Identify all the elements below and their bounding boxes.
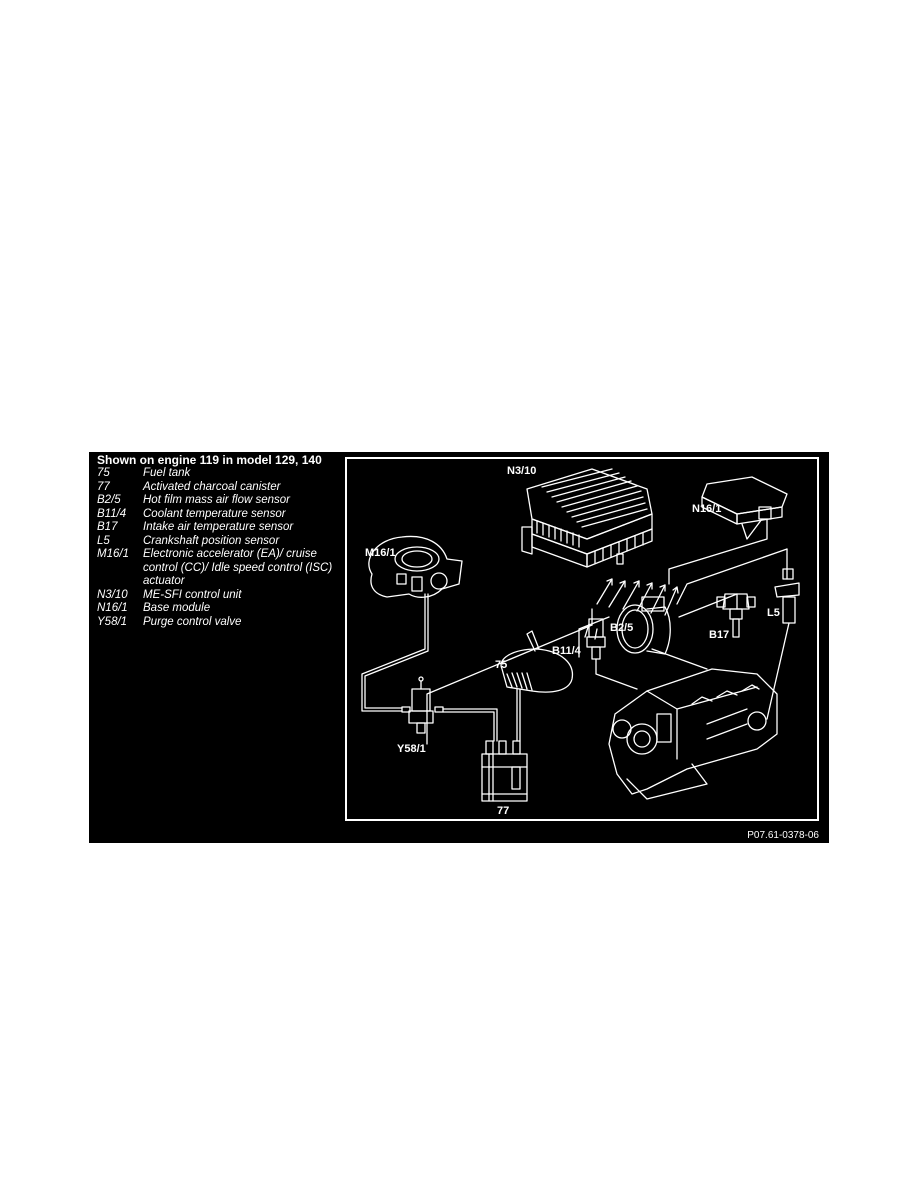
legend-code: Y58/1 <box>97 615 128 628</box>
legend-desc: Intake air temperature sensor <box>143 521 294 533</box>
legend-code: N3/10 <box>97 588 128 601</box>
legend-desc: Hot film mass air flow sensor <box>143 494 290 506</box>
label-b17: B17 <box>709 629 730 641</box>
figure-id: P07.61-0378-06 <box>747 830 819 841</box>
legend-desc: Electronic accelerator (EA)/ cruise cont… <box>143 548 333 587</box>
legend-desc: Coolant temperature sensor <box>143 507 286 520</box>
legend-desc: Activated charcoal canister <box>143 480 281 493</box>
legend-code: L5 <box>97 534 110 547</box>
legend-desc: Base module <box>143 602 211 614</box>
diagram-frame: N3/10 N16/1 M16/1 B2/5 B17 L5 B11/4 75 Y… <box>345 457 819 821</box>
legend-item: L5 Crankshaft position sensor <box>97 535 347 549</box>
legend-item: B11/4 Coolant temperature sensor <box>97 508 347 522</box>
legend-desc: ME-SFI control unit <box>143 588 242 601</box>
legend-code: B11/4 <box>97 507 127 520</box>
legend-item: M16/1 Electronic accelerator (EA)/ cruis… <box>97 548 347 589</box>
label-m16-1: M16/1 <box>365 547 396 559</box>
label-77: 77 <box>497 805 510 817</box>
label-y58-1: Y58/1 <box>397 743 426 755</box>
legend-item: 77 Activated charcoal canister <box>97 481 347 495</box>
charcoal-canister-77-drawing <box>481 740 528 802</box>
label-b11-4: B11/4 <box>552 645 581 657</box>
legend: Shown on engine 119 in model 129, 140 75… <box>97 453 347 629</box>
label-n16-1: N16/1 <box>692 503 722 515</box>
legend-desc: Crankshaft position sensor <box>143 534 280 547</box>
legend-item: Y58/1 Purge control valve <box>97 616 347 630</box>
legend-desc: Fuel tank <box>143 467 191 479</box>
legend-item: B2/5 Hot film mass air flow sensor <box>97 494 347 508</box>
legend-code: 77 <box>97 480 110 493</box>
wiring-harness <box>426 518 788 745</box>
crankshaft-sensor-l5-drawing <box>766 568 800 720</box>
engine-drawing <box>608 668 778 800</box>
legend-item: 75 Fuel tank <box>97 467 347 481</box>
maf-sensor-b2-5-drawing <box>616 596 708 670</box>
legend-item: B17 Intake air temperature sensor <box>97 521 347 535</box>
label-l5: L5 <box>767 607 780 619</box>
legend-desc: Purge control valve <box>143 615 242 628</box>
coolant-sensor-b11-4-drawing <box>586 618 638 690</box>
fuel-tank-75-drawing <box>500 630 574 742</box>
throttle-actuator-m16-1-drawing <box>361 535 463 712</box>
label-75: 75 <box>495 659 508 671</box>
legend-code: M16/1 <box>97 548 129 560</box>
diagram-drawing <box>361 468 800 802</box>
legend-item: N16/1 Base module <box>97 602 347 616</box>
intake-temp-sensor-b17-drawing <box>716 593 756 638</box>
legend-code: B2/5 <box>97 494 121 506</box>
legend-code: N16/1 <box>97 602 128 614</box>
legend-code: 75 <box>97 467 110 479</box>
label-n3-10: N3/10 <box>507 465 537 477</box>
purge-valve-y58-1-drawing <box>401 676 498 742</box>
control-unit-n3-10-drawing <box>521 468 653 568</box>
label-b2-5: B2/5 <box>610 622 634 634</box>
legend-item: N3/10 ME-SFI control unit <box>97 589 347 603</box>
legend-code: B17 <box>97 521 118 533</box>
base-module-n16-1-drawing <box>701 476 788 540</box>
legend-title: Shown on engine 119 in model 129, 140 <box>97 453 322 467</box>
component-location-figure: Shown on engine 119 in model 129, 140 75… <box>89 452 829 843</box>
